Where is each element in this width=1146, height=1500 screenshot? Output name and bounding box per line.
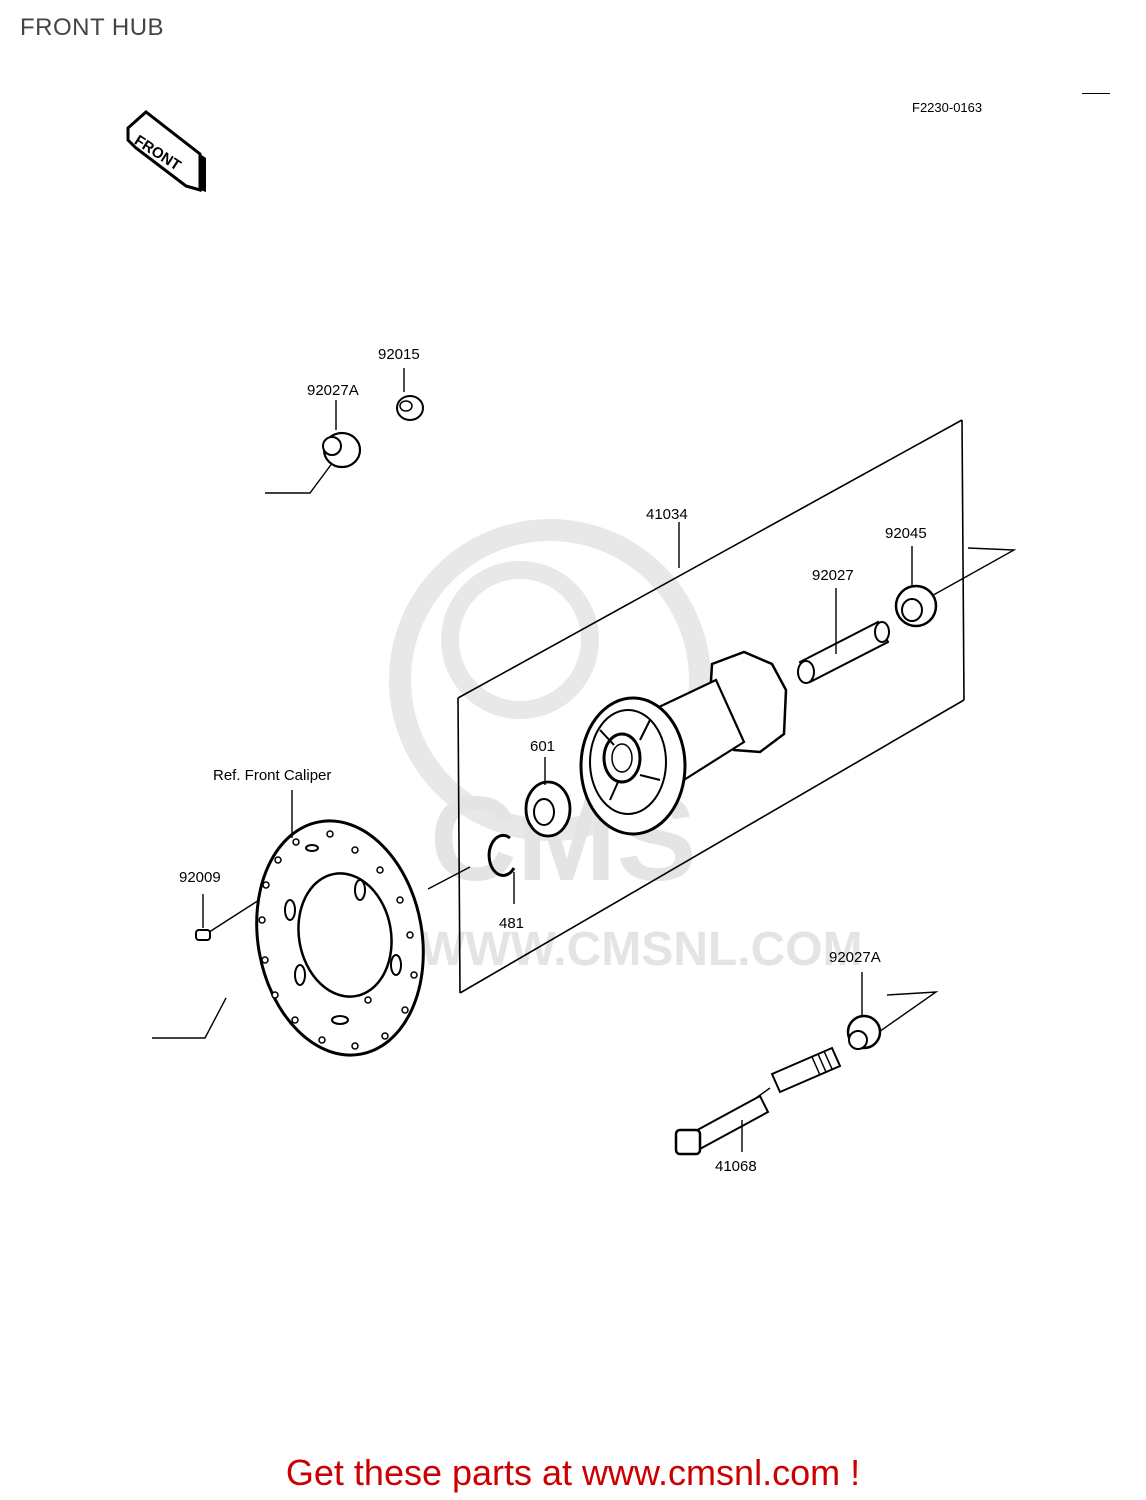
label-92009: 92009 — [179, 869, 221, 886]
hub-assembly-box — [457, 419, 965, 994]
label-601: 601 — [530, 738, 555, 755]
part-92027-sleeve — [797, 588, 890, 684]
diagram-code: F2230-0163 — [912, 100, 983, 115]
part-92045-bearing — [894, 546, 938, 628]
front-arrow-icon: FRONT — [126, 110, 206, 192]
part-481-circlip — [487, 833, 516, 904]
part-601-bearing — [524, 757, 572, 838]
label-92027a-bottom: 92027A — [829, 949, 881, 966]
label-481: 481 — [499, 915, 524, 932]
part-41034-hub — [579, 522, 788, 836]
label-41034: 41034 — [646, 506, 688, 523]
footer-link[interactable]: Get these parts at www.cmsnl.com ! — [285, 1452, 861, 1493]
label-92027a-top: 92027A — [307, 382, 359, 399]
part-brake-disc — [255, 790, 425, 1057]
label-92027: 92027 — [812, 567, 854, 584]
corner-dash — [1082, 93, 1110, 94]
label-ref-front-caliper: Ref. Front Caliper — [213, 767, 331, 784]
part-92015-collar — [396, 368, 424, 421]
label-92015: 92015 — [378, 346, 420, 363]
part-92027a-top-spacer — [322, 400, 362, 469]
label-41068: 41068 — [715, 1158, 757, 1175]
axle-guide-lines — [152, 461, 1017, 1099]
label-92045: 92045 — [885, 525, 927, 542]
page-title: FRONT HUB — [20, 14, 165, 41]
part-92027a-bottom-nut — [846, 972, 882, 1050]
part-92009-screw — [195, 894, 211, 941]
watermark-url: WWW.CMSNL.COM — [420, 923, 863, 976]
part-41068-axle — [674, 1046, 842, 1156]
